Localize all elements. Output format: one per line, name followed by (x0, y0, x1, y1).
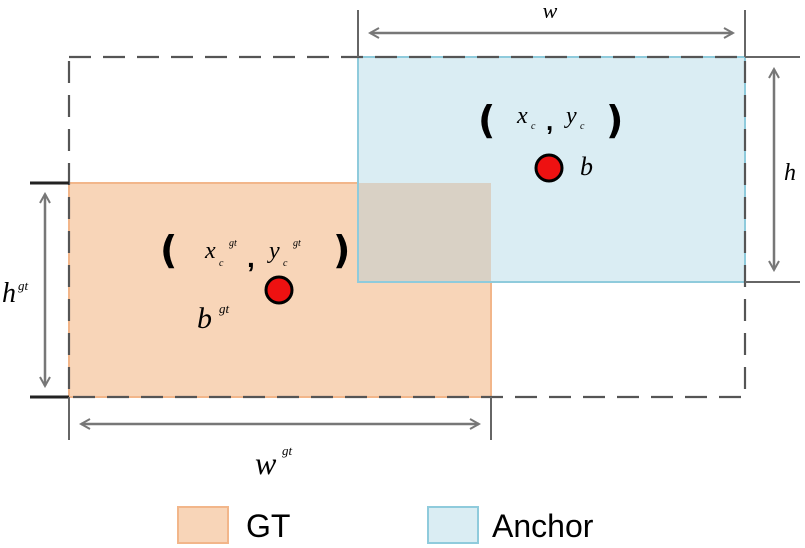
gt-center-point (264, 275, 294, 305)
anchor-x: x (516, 103, 528, 129)
gt-b-label: b gt (197, 301, 230, 335)
gt-b-label-sup: gt (219, 301, 230, 316)
gt-y: y (267, 238, 280, 264)
anchor-close-paren: ) (606, 98, 623, 142)
anchor-box-outline (357, 183, 491, 283)
gt-y-sup: gt (293, 238, 301, 249)
hgt-label: h gt (2, 278, 29, 309)
h-label: h (784, 160, 796, 186)
gt-x-sup: gt (229, 238, 237, 249)
wgt-label-sup: gt (282, 443, 293, 458)
legend-gt-label: GT (246, 508, 290, 544)
anchor-b-label: b (580, 152, 593, 181)
anchor-center-label: ( x c , y c ) (478, 98, 623, 142)
gt-x-sub: c (219, 258, 224, 269)
gt-center-label: ( x c gt , y c gt ) (160, 228, 350, 273)
anchor-y-sub: c (580, 121, 585, 132)
gt-comma: , (247, 242, 255, 273)
gt-close-paren: ) (333, 228, 350, 272)
wgt-label-base: w (255, 445, 277, 481)
legend-anchor-swatch (427, 506, 479, 544)
gt-y-sub: c (283, 258, 288, 269)
anchor-x-sub: c (531, 121, 536, 132)
legend-gt-swatch (177, 506, 229, 544)
hgt-label-sup: gt (18, 278, 29, 293)
anchor-center-point (534, 153, 564, 183)
hgt-label-base: h (2, 278, 16, 309)
gt-b-label-base: b (197, 302, 212, 335)
anchor-open-paren: ( (478, 98, 495, 142)
w-label: w (543, 0, 558, 23)
wgt-label: w gt (255, 443, 293, 481)
legend: GT Anchor (177, 506, 594, 544)
overlap-region (358, 183, 491, 282)
anchor-comma: , (546, 106, 553, 136)
gt-x: x (204, 238, 216, 264)
gt-open-paren: ( (160, 228, 177, 272)
anchor-y: y (564, 103, 577, 129)
legend-anchor-label: Anchor (492, 508, 594, 544)
